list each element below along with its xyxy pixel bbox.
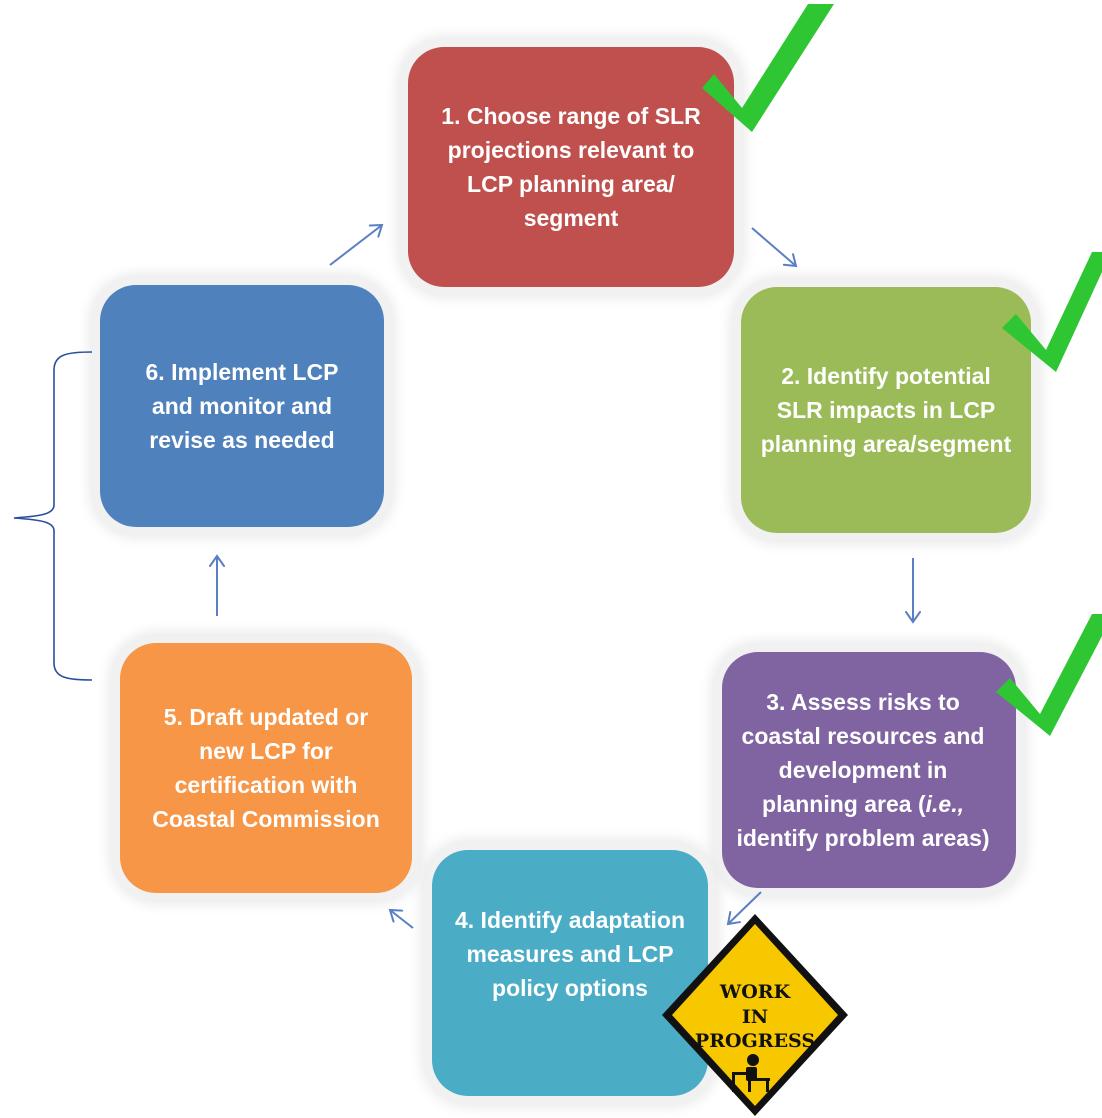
curly-bracket-icon xyxy=(13,351,93,681)
step-1-line: segment xyxy=(523,205,619,231)
step-3-line: development in xyxy=(778,757,948,783)
step-1-line: LCP planning area/ xyxy=(467,171,675,197)
step-4-line: 4. Identify adaptation xyxy=(454,907,686,933)
arrow-icon xyxy=(388,908,414,929)
step-3-line: coastal resources and xyxy=(741,723,985,749)
step-3-line-4-italic: i.e., xyxy=(925,791,964,817)
step-2-text: 2. Identify potential SLR impacts in LCP… xyxy=(761,359,1012,461)
step-5-line: certification with xyxy=(174,772,358,798)
warning-sign-icon xyxy=(662,914,848,1116)
step-3-text: 3. Assess risks to coastal resources and… xyxy=(736,685,989,855)
step-1-line: projections relevant to xyxy=(447,137,695,163)
wip-line: WORK xyxy=(719,981,791,1003)
step-2-box: 2. Identify potential SLR impacts in LCP… xyxy=(741,287,1031,533)
arrow-icon xyxy=(329,223,384,266)
work-in-progress-sign: WORK IN PROGRESS xyxy=(660,912,850,1118)
step-6-text: 6. Implement LCP and monitor and revise … xyxy=(146,355,339,457)
step-3-box: 3. Assess risks to coastal resources and… xyxy=(722,652,1016,888)
step-3-line-5: identify problem areas) xyxy=(736,825,990,851)
step-1-box: 1. Choose range of SLR projections relev… xyxy=(408,47,734,287)
step-4-box: 4. Identify adaptation measures and LCP … xyxy=(432,850,708,1096)
step-2-line: SLR impacts in LCP xyxy=(776,397,996,423)
step-1-text: 1. Choose range of SLR projections relev… xyxy=(441,99,700,235)
step-5-line: Coastal Commission xyxy=(152,806,380,832)
step-5-line: new LCP for xyxy=(199,738,333,764)
step-5-box: 5. Draft updated or new LCP for certific… xyxy=(120,643,412,893)
step-6-line: and monitor and xyxy=(151,393,333,419)
step-3-line: 3. Assess risks to xyxy=(766,689,960,715)
wip-line: PROGRESS xyxy=(694,1030,816,1052)
step-6-line: revise as needed xyxy=(149,427,335,453)
step-3-line-4: planning area (i.e., xyxy=(736,787,989,821)
step-6-line: 6. Implement LCP xyxy=(145,359,339,385)
step-4-line: measures and LCP xyxy=(466,941,674,967)
step-5-text: 5. Draft updated or new LCP for certific… xyxy=(152,700,380,836)
step-4-line: policy options xyxy=(492,975,648,1001)
person-at-desk-icon xyxy=(732,1054,770,1092)
step-5-line: 5. Draft updated or xyxy=(163,704,369,730)
wip-line: IN xyxy=(741,1006,769,1028)
step-1-line: 1. Choose range of SLR xyxy=(441,103,701,129)
step-2-line: planning area/segment xyxy=(760,431,1012,457)
step-6-box: 6. Implement LCP and monitor and revise … xyxy=(100,285,384,527)
arrow-icon xyxy=(751,227,798,268)
step-2-line: 2. Identify potential xyxy=(781,363,991,389)
step-3-line-4-prefix: planning area ( xyxy=(762,791,926,817)
step-4-text: 4. Identify adaptation measures and LCP … xyxy=(455,903,685,1005)
